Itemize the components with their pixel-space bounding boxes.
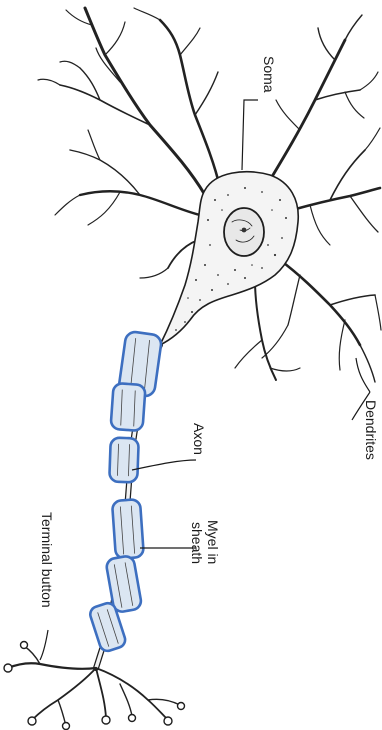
terminal-bouton — [102, 716, 110, 724]
terminal-bouton — [4, 664, 12, 672]
terminal-bouton — [28, 717, 36, 725]
terminal-bouton — [21, 642, 28, 649]
myelin-sheath-segments — [88, 331, 162, 653]
cell-body — [160, 172, 298, 345]
myelin-segment — [112, 499, 144, 559]
terminal-bouton — [129, 715, 136, 722]
label-terminal-button: Terminal button — [39, 512, 55, 608]
terminal-bouton — [164, 717, 172, 725]
myelin-segment — [109, 438, 139, 483]
myelin-segment — [111, 383, 146, 431]
label-myelin-line1: Myel in — [205, 520, 221, 564]
label-myelin-line2: sheath — [189, 522, 205, 564]
terminal-bouton — [63, 723, 70, 730]
leader-lines — [40, 100, 370, 660]
label-axon: Axon — [191, 423, 207, 455]
terminal-bouton — [178, 703, 185, 710]
label-soma: Soma — [261, 56, 277, 93]
axon-terminals — [4, 642, 185, 730]
label-dendrites: Dendrites — [363, 400, 379, 460]
